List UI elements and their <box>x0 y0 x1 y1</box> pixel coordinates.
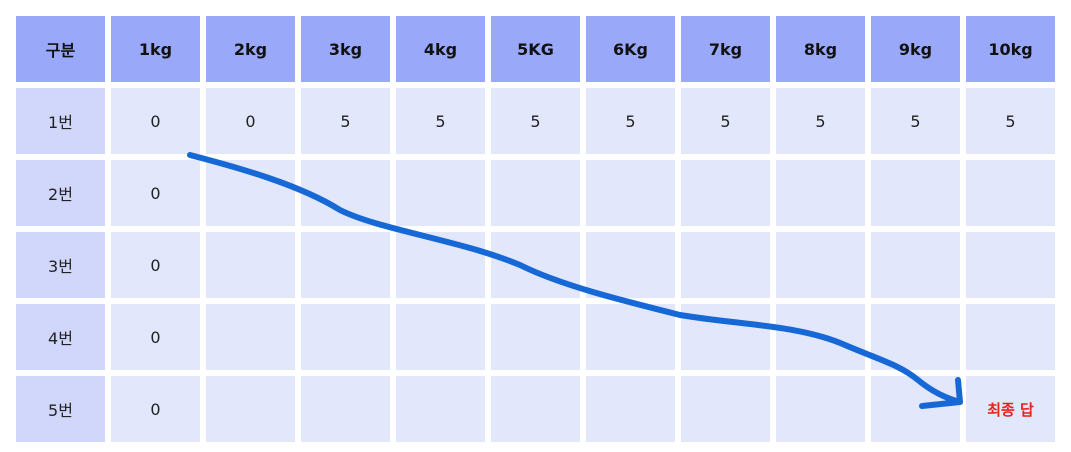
table-cell <box>586 304 675 370</box>
table-cell: 5 <box>776 88 865 154</box>
table-cell <box>871 304 960 370</box>
table-cell <box>301 160 390 226</box>
table-cell: 5 <box>871 88 960 154</box>
table-cell <box>776 304 865 370</box>
table-cell: 0 <box>111 376 200 442</box>
table-cell <box>681 160 770 226</box>
table-cell: 5 <box>681 88 770 154</box>
table-cell <box>966 160 1055 226</box>
header-7kg: 7kg <box>681 16 770 82</box>
table-cell <box>206 304 295 370</box>
table-cell <box>491 304 580 370</box>
row-label-4: 4번 <box>16 304 105 370</box>
header-8kg: 8kg <box>776 16 865 82</box>
header-4kg: 4kg <box>396 16 485 82</box>
table-cell <box>206 376 295 442</box>
table-cell <box>586 160 675 226</box>
table-cell <box>776 232 865 298</box>
table-cell: 0 <box>111 232 200 298</box>
table-cell <box>301 304 390 370</box>
table-cell <box>871 376 960 442</box>
header-3kg: 3kg <box>301 16 390 82</box>
table-cell <box>776 376 865 442</box>
header-1kg: 1kg <box>111 16 200 82</box>
table-cell: 0 <box>111 304 200 370</box>
table-cell <box>586 376 675 442</box>
table-cell <box>396 376 485 442</box>
table-cell <box>871 160 960 226</box>
table-cell: 5 <box>966 88 1055 154</box>
table-cell <box>491 376 580 442</box>
table-cell <box>586 232 675 298</box>
table-cell <box>491 160 580 226</box>
table-cell <box>871 232 960 298</box>
table-cell <box>776 160 865 226</box>
row-label-5: 5번 <box>16 376 105 442</box>
table-cell <box>301 232 390 298</box>
table-cell: 5 <box>491 88 580 154</box>
header-6kg: 6Kg <box>586 16 675 82</box>
header-10kg: 10kg <box>966 16 1055 82</box>
table-cell <box>206 160 295 226</box>
table-cell: 5 <box>301 88 390 154</box>
header-5kg: 5KG <box>491 16 580 82</box>
header-9kg: 9kg <box>871 16 960 82</box>
table-cell: 0 <box>111 160 200 226</box>
table-cell: 0 <box>206 88 295 154</box>
table-cell <box>491 232 580 298</box>
table-cell: 5 <box>396 88 485 154</box>
table-cell <box>206 232 295 298</box>
table-cell <box>396 304 485 370</box>
table-cell <box>681 376 770 442</box>
table-cell <box>396 160 485 226</box>
table-cell <box>301 376 390 442</box>
table-cell: 0 <box>111 88 200 154</box>
table-cell: 5 <box>586 88 675 154</box>
table-cell <box>966 232 1055 298</box>
header-2kg: 2kg <box>206 16 295 82</box>
header-corner: 구분 <box>16 16 105 82</box>
table-cell <box>966 304 1055 370</box>
table-cell <box>396 232 485 298</box>
row-label-1: 1번 <box>16 88 105 154</box>
table-cell <box>681 232 770 298</box>
knapsack-table: 구분 1kg 2kg 3kg 4kg 5KG 6Kg 7kg 8kg 9kg 1… <box>16 16 1056 442</box>
final-answer-label: 최종 답 <box>966 376 1055 442</box>
row-label-2: 2번 <box>16 160 105 226</box>
row-label-3: 3번 <box>16 232 105 298</box>
table-cell <box>681 304 770 370</box>
